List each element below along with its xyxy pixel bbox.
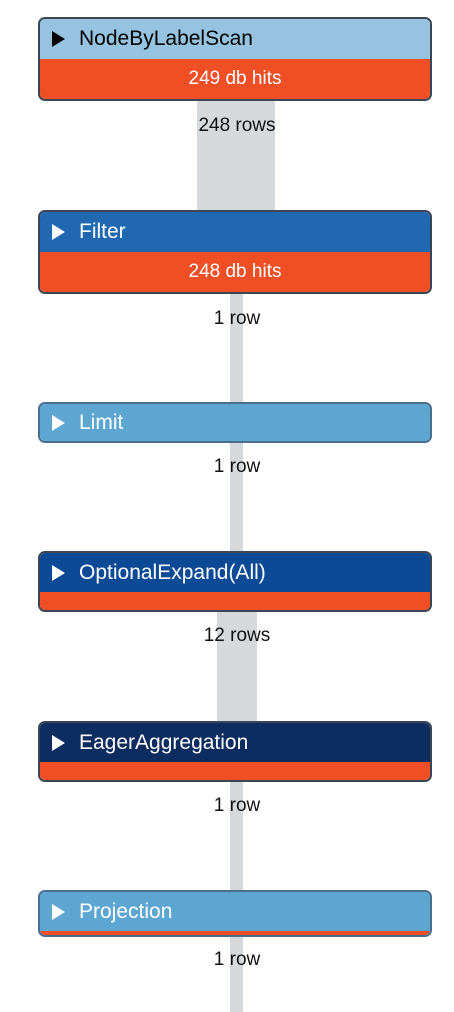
triangle-right-icon[interactable] — [52, 31, 65, 47]
db-hits-bar — [40, 931, 430, 935]
operator-name: OptionalExpand(All) — [79, 560, 266, 584]
row-count-label: 1 row — [213, 456, 261, 477]
row-flow-connector — [230, 442, 243, 554]
row-count-label: 248 rows — [198, 115, 276, 136]
operator-optional-expand-all[interactable]: OptionalExpand(All) — [38, 551, 432, 612]
row-count-label: 1 row — [213, 949, 261, 970]
row-flow-connector — [230, 936, 243, 1012]
triangle-right-icon[interactable] — [52, 414, 65, 431]
operator-name: Projection — [79, 899, 173, 923]
db-hits-bar: 248 db hits — [40, 252, 430, 292]
row-count-label: 12 rows — [203, 625, 271, 646]
row-flow-connector — [217, 610, 257, 723]
row-flow-connector — [230, 292, 243, 405]
operator-projection[interactable]: Projection — [38, 890, 432, 937]
operator-header[interactable]: Projection — [40, 892, 430, 931]
row-count-label: 1 row — [213, 308, 261, 329]
triangle-right-icon[interactable] — [52, 224, 65, 240]
operator-name: EagerAggregation — [79, 730, 249, 754]
operator-node-by-label-scan[interactable]: NodeByLabelScan 249 db hits — [38, 17, 432, 101]
db-hits-bar: 249 db hits — [40, 59, 430, 99]
db-hits-bar — [40, 592, 430, 610]
db-hits-bar — [40, 762, 430, 780]
row-flow-connector — [197, 100, 275, 212]
operator-name: Limit — [79, 410, 124, 434]
db-hits-label: 248 db hits — [188, 261, 282, 282]
operator-header[interactable]: Filter — [40, 212, 430, 252]
operator-header[interactable]: OptionalExpand(All) — [40, 553, 430, 592]
operator-name: Filter — [79, 220, 126, 243]
operator-filter[interactable]: Filter 248 db hits — [38, 210, 432, 294]
row-count-label: 1 row — [213, 795, 261, 816]
db-hits-label: 249 db hits — [188, 68, 282, 89]
operator-header[interactable]: EagerAggregation — [40, 723, 430, 762]
operator-limit[interactable]: Limit — [38, 402, 432, 443]
operator-eager-aggregation[interactable]: EagerAggregation — [38, 721, 432, 782]
operator-name: NodeByLabelScan — [79, 27, 253, 50]
operator-header[interactable]: Limit — [40, 404, 430, 441]
row-flow-connector — [230, 781, 243, 894]
operator-header[interactable]: NodeByLabelScan — [40, 19, 430, 59]
triangle-right-icon[interactable] — [52, 564, 65, 581]
triangle-right-icon[interactable] — [52, 734, 65, 751]
triangle-right-icon[interactable] — [52, 903, 65, 920]
